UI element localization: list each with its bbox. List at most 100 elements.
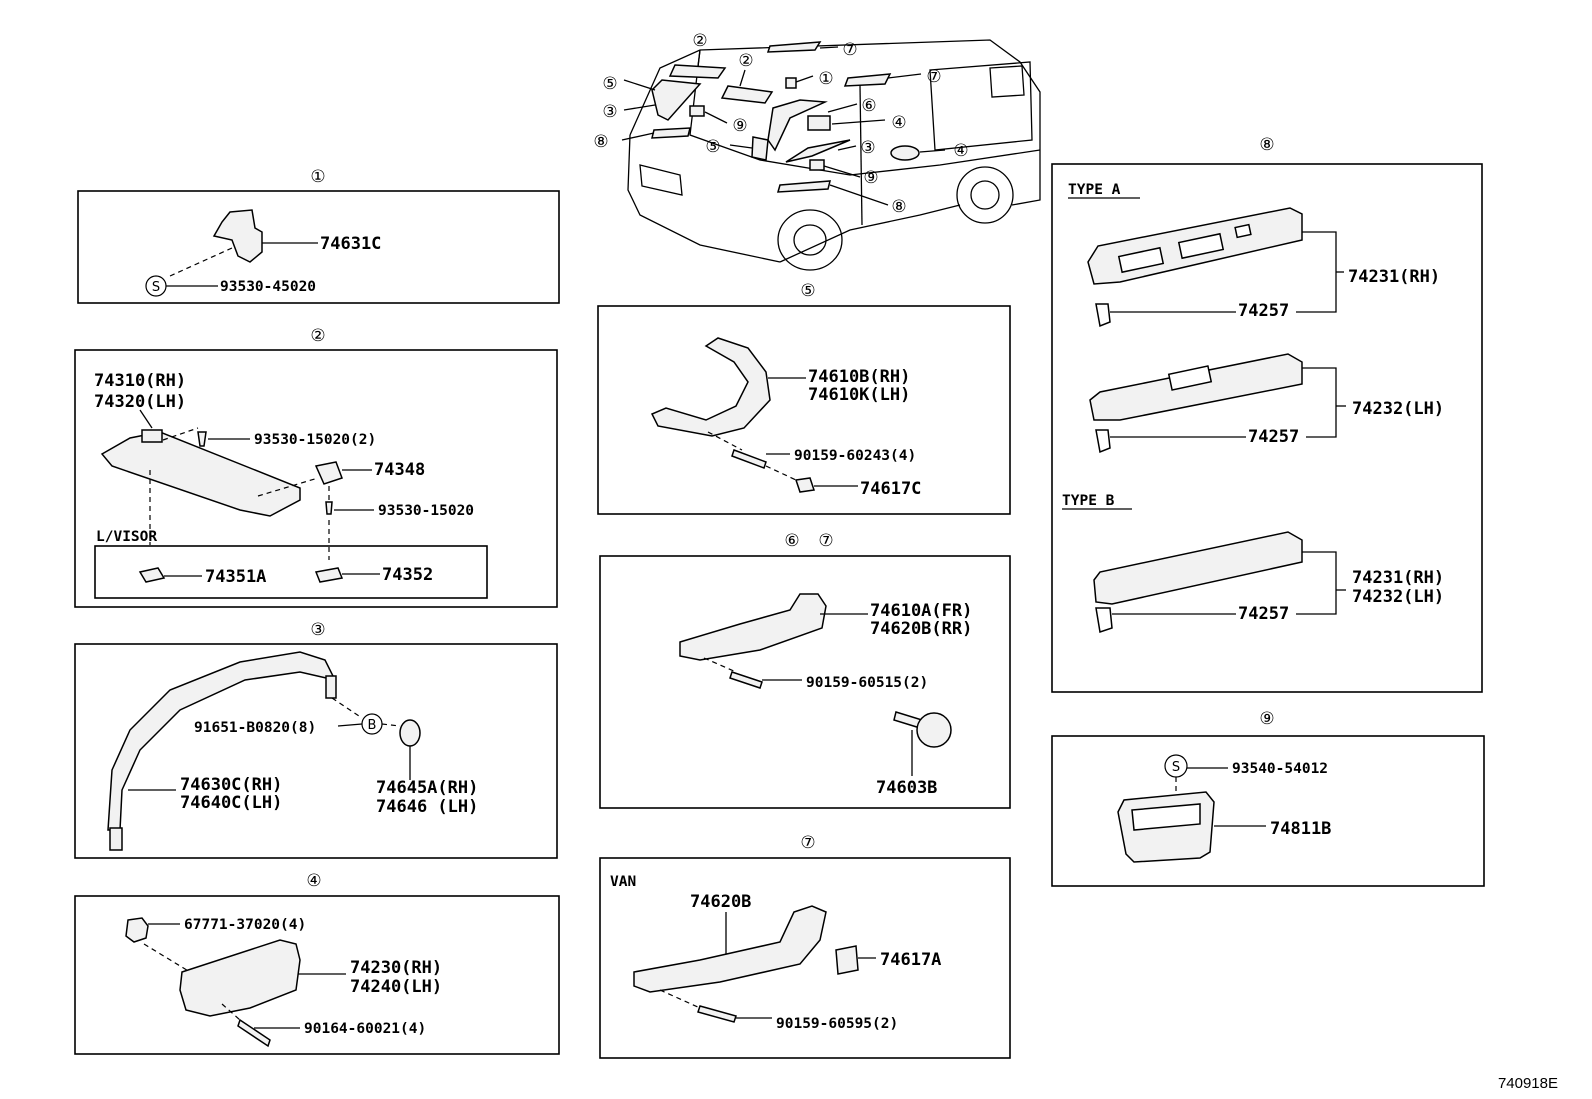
section-4: ④ 67771-37020(4) 74230(RH) 74240(LH) 901… (74, 871, 560, 1055)
vehicle-callout-3b: ③ (860, 138, 875, 158)
label-74640c: 74640C(LH) (180, 793, 282, 813)
label-90164-60021: 90164-60021(4) (304, 1021, 426, 1037)
screw-90159-60243 (731, 449, 767, 469)
screw-90159-60515 (729, 671, 763, 689)
vehicle-callout-9a: ⑨ (732, 116, 747, 136)
label-93530-15020-2: 93530-15020(2) (254, 432, 376, 448)
visor-holder-74348 (314, 461, 343, 485)
screw-93530-15020-b (325, 501, 333, 515)
label-74610a: 74610A(FR) (870, 601, 972, 621)
label-74257-a: 74257 (1238, 301, 1289, 321)
label-93530-45020: 93530-45020 (220, 279, 316, 295)
sun-visor (100, 431, 301, 517)
section-6-7-box (599, 555, 1011, 809)
section-3: ③ 91651-B0820(8) B 74630C(RH) 74640C(LH)… (74, 620, 558, 859)
trim-tab-bottom (109, 827, 123, 851)
garnish-74230 (179, 939, 301, 1017)
section-2: ② 74310(RH) 74320(LH) 93530-15020(2) 743… (74, 326, 558, 608)
vehicle-callout-7b: ⑦ (926, 67, 941, 87)
section-1-box (77, 190, 560, 304)
section-2-box (74, 349, 558, 608)
section-1: ① 74631C S 93530-45020 (77, 167, 560, 304)
label-74232-lh-b: 74232(LH) (1352, 587, 1444, 607)
vehicle-callout-1: ① (818, 69, 833, 89)
marker-s-1-text: S (152, 280, 160, 295)
section-6-7: ⑥ ⑦ 74610A(FR) 74620B(RR) 90159-60515(2)… (599, 531, 1011, 809)
section-8-box (1051, 163, 1483, 693)
label-74620b: 74620B (690, 892, 751, 912)
clip-67771-37020 (125, 917, 149, 943)
vehicle-callout-6: ⑥ (861, 96, 876, 116)
label-74351a: 74351A (205, 567, 266, 587)
label-91651-b0820: 91651-B0820(8) (194, 720, 316, 736)
section-4-number: ④ (306, 871, 321, 891)
lvisor-box (94, 545, 488, 599)
section-9: ⑨ S 93540-54012 74811B (1051, 709, 1485, 887)
marker-b-text: B (368, 718, 377, 733)
label-90159-60243: 90159-60243(4) (794, 448, 916, 464)
vehicle-callout-4b: ④ (953, 141, 968, 161)
type-a-label: TYPE A (1068, 182, 1121, 198)
label-74631c: 74631C (320, 234, 381, 254)
assist-grip-74620b (633, 905, 827, 993)
vehicle-callout-5b: ⑤ (705, 137, 720, 157)
section-3-number: ③ (310, 620, 325, 640)
van-label: VAN (610, 874, 636, 890)
assist-grip-74610b (650, 337, 771, 437)
label-74617a: 74617A (880, 950, 941, 970)
label-74310: 74310(RH) (94, 371, 186, 391)
type-b-label: TYPE B (1062, 493, 1115, 509)
section-7: ⑦ VAN 74620B 74617A 90159-60595(2) (599, 833, 1011, 1059)
vehicle-callout-9b: ⑨ (863, 168, 878, 188)
section-7-box (599, 857, 1011, 1059)
label-93530-15020: 93530-15020 (378, 503, 474, 519)
section-9-box (1051, 735, 1485, 887)
label-67771-37020: 67771-37020(4) (184, 917, 306, 933)
label-93540-54012: 93540-54012 (1232, 761, 1328, 777)
label-74610k: 74610K(LH) (808, 385, 910, 405)
clip-74257-b (1095, 429, 1111, 454)
section-7-number: ⑦ (800, 833, 815, 853)
label-74630c: 74630C(RH) (180, 775, 282, 795)
diagram-code: 740918E (1498, 1075, 1558, 1092)
lvisor-label: L/VISOR (96, 529, 157, 545)
vehicle-callout-4a: ④ (891, 113, 906, 133)
label-74646: 74646 (LH) (376, 797, 478, 817)
section-5-number: ⑤ (800, 281, 815, 301)
vehicle-overview (621, 39, 1041, 271)
label-74232-lh-a: 74232(LH) (1352, 399, 1444, 419)
label-90159-60595: 90159-60595(2) (776, 1016, 898, 1032)
label-74811b: 74811B (1270, 819, 1331, 839)
label-74620b-rr: 74620B(RR) (870, 619, 972, 639)
screw-90159-60595 (697, 1005, 737, 1023)
label-74257-b: 74257 (1248, 427, 1299, 447)
section-1-number: ① (310, 167, 325, 187)
clip-74631c (212, 209, 263, 263)
trim-tab-top (325, 675, 337, 699)
part-74351a (138, 567, 166, 583)
label-74231-rh-a: 74231(RH) (1348, 267, 1440, 287)
label-74231-rh-b: 74231(RH) (1352, 568, 1444, 588)
label-74603b: 74603B (876, 778, 937, 798)
label-74257-c: 74257 (1238, 604, 1289, 624)
section-8: ⑧ TYPE A 74257 74231(RH) 74257 74232(LH)… (1051, 135, 1483, 693)
label-74230: 74230(RH) (350, 958, 442, 978)
visor-hinge (141, 429, 163, 443)
section-5: ⑤ 74610B(RH) 74610K(LH) 90159-60243(4) 7… (597, 281, 1011, 515)
cap-74617a (835, 945, 859, 975)
label-74352: 74352 (382, 565, 433, 585)
cap-74603b (916, 712, 952, 748)
section-7-number-a: ⑦ (818, 531, 833, 551)
vehicle-callout-7a: ⑦ (842, 40, 857, 60)
vehicle-callout-8a: ⑧ (593, 132, 608, 152)
label-74617c: 74617C (860, 479, 921, 499)
label-74240: 74240(LH) (350, 977, 442, 997)
vehicle-callout-5a: ⑤ (602, 74, 617, 94)
vehicle-callout-2a: ② (692, 31, 707, 51)
label-90159-60515: 90159-60515(2) (806, 675, 928, 691)
screw-93530-15020-a (197, 431, 207, 447)
section-2-number: ② (310, 326, 325, 346)
vehicle-callout-8b: ⑧ (891, 197, 906, 217)
section-3-box (74, 643, 558, 859)
